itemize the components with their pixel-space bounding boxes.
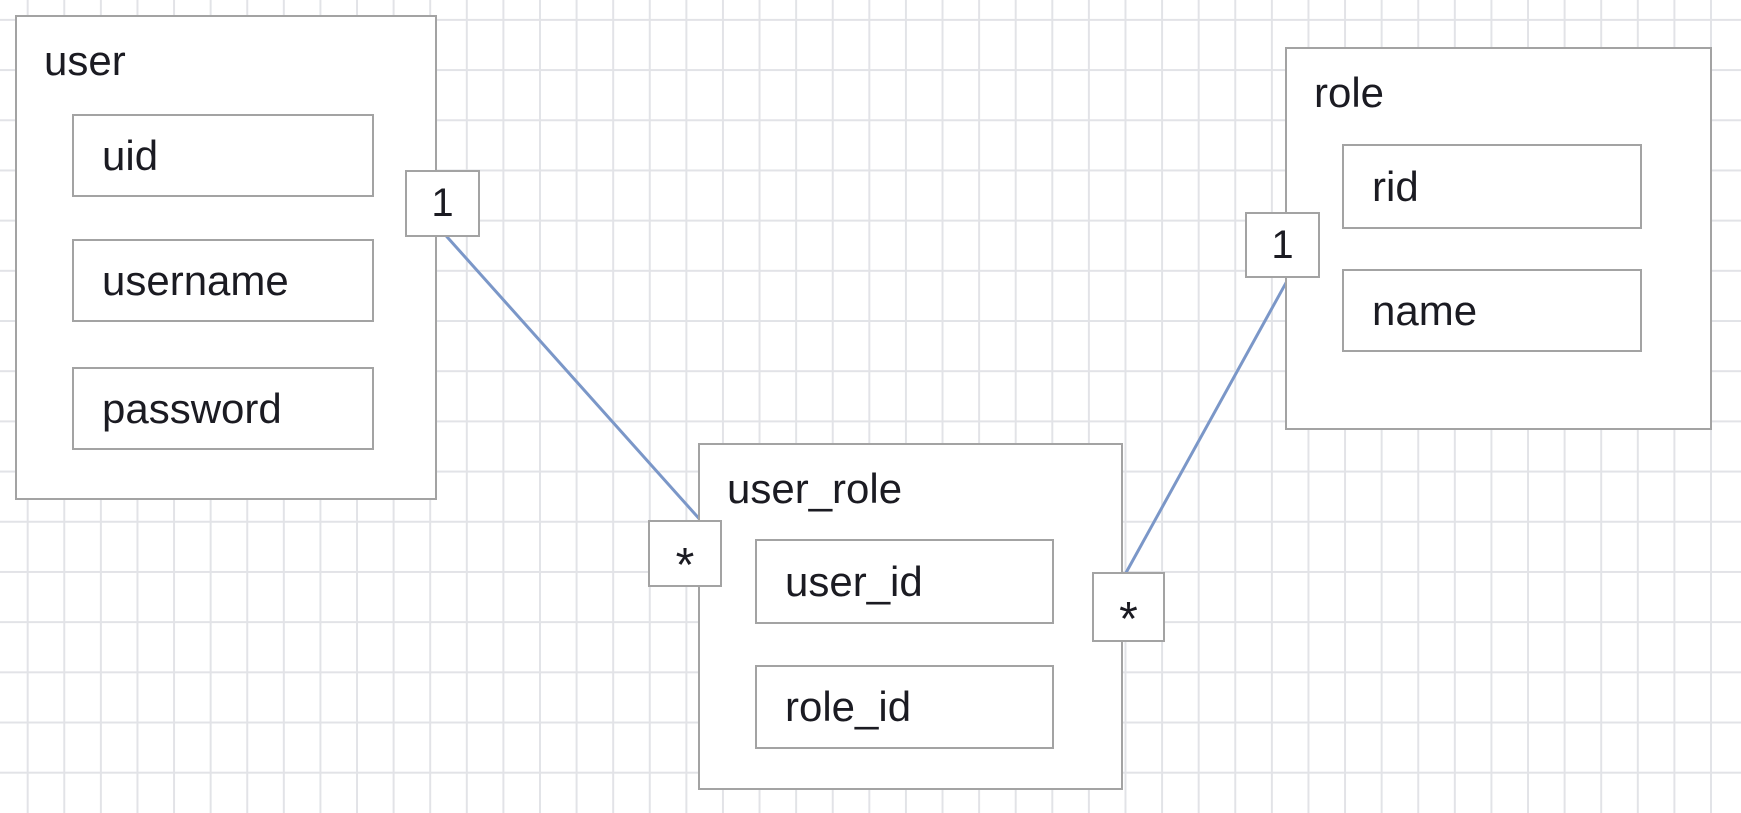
field-rid[interactable]: rid	[1342, 144, 1642, 229]
cardinality-label-one-user[interactable]: 1	[405, 170, 480, 237]
field-label: rid	[1372, 162, 1419, 210]
field-label: uid	[102, 131, 159, 179]
field-name[interactable]: name	[1342, 269, 1642, 352]
entity-title: user	[44, 37, 126, 84]
entity-role[interactable]: role rid name	[1285, 47, 1712, 430]
field-label: user_id	[785, 557, 923, 605]
field-label: role_id	[785, 683, 912, 730]
field-user-id[interactable]: user_id	[755, 539, 1054, 624]
cardinality-label-one-role[interactable]: 1	[1245, 212, 1320, 278]
field-uid[interactable]: uid	[72, 114, 374, 197]
field-label: password	[102, 384, 282, 432]
cardinality-text: *	[675, 539, 695, 592]
field-label: username	[102, 256, 289, 304]
field-label: name	[1372, 286, 1478, 334]
field-password[interactable]: password	[72, 367, 374, 450]
field-role-id[interactable]: role_id	[755, 665, 1054, 749]
cardinality-text: 1	[1271, 222, 1294, 267]
cardinality-text: 1	[431, 181, 454, 225]
field-username[interactable]: username	[72, 239, 374, 322]
entity-user[interactable]: user uid username password	[15, 15, 437, 500]
cardinality-label-many-role-side[interactable]: *	[1092, 572, 1165, 646]
entity-title: role	[1314, 69, 1385, 116]
cardinality-text: *	[1119, 592, 1138, 646]
entity-title: user_role	[727, 465, 903, 512]
entity-user-role[interactable]: user_role user_id role_id	[698, 443, 1123, 790]
cardinality-label-many-user-role[interactable]: *	[648, 520, 722, 592]
